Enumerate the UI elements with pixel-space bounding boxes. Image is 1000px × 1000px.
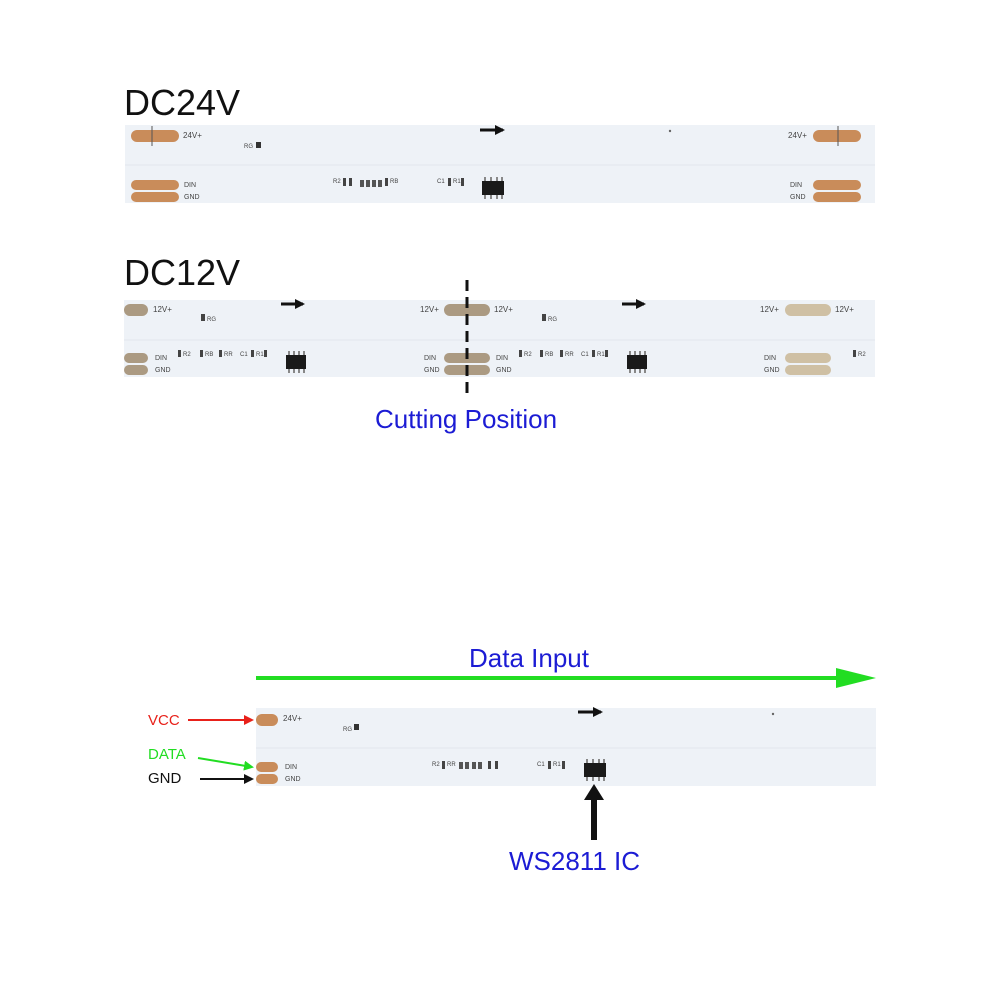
- silk-r2-seg2: R2: [524, 352, 532, 358]
- pad-12v-mid: [444, 304, 490, 316]
- silk-c1-bottom: C1: [537, 762, 545, 768]
- silk-24v-bottom: 24V+: [283, 714, 302, 723]
- silk-rb-seg2: RB: [545, 352, 553, 358]
- chip-12v-2: [627, 351, 647, 373]
- silk-24v-right: 24V+: [788, 131, 807, 140]
- pad-din-left: [131, 180, 179, 190]
- silk-r1-24v: R1: [453, 179, 461, 185]
- pad-12v-seg1: [124, 304, 148, 316]
- pad-gnd-left: [131, 192, 179, 202]
- silk-gnd-mid-right: GND: [496, 367, 512, 374]
- data-input-arrow-head: [836, 668, 876, 688]
- silk-c1-seg2: C1: [581, 352, 589, 358]
- gnd-label: GND: [148, 770, 182, 787]
- silk-rg-seg1: RG: [207, 317, 216, 323]
- silk-r1-seg2: R1: [597, 352, 605, 358]
- silk-din-mid: DIN: [424, 355, 436, 362]
- pad-gnd-seg1: [124, 365, 148, 375]
- silk-12v-right-right: 12V+: [835, 305, 854, 314]
- silk-gnd-bottom: GND: [285, 776, 301, 783]
- strip-24v: 24V+ DIN GND RG R2 RB C1 R1: [125, 125, 875, 203]
- ws2811-chip: [584, 759, 606, 781]
- pad-gnd-bottom: [256, 774, 278, 784]
- silk-rr-seg1: RR: [224, 352, 233, 358]
- pad-24v-right: [813, 130, 861, 142]
- silk-r1-seg1: R1: [256, 352, 264, 358]
- pad-din-right-12v: [785, 353, 831, 363]
- pad-vcc-bottom: [256, 714, 278, 726]
- chip-12v-1: [286, 351, 306, 373]
- pad-data-bottom: [256, 762, 278, 772]
- silk-rg-seg2: RG: [548, 317, 557, 323]
- silk-gnd-mid: GND: [424, 367, 440, 374]
- vcc-label: VCC: [148, 712, 180, 729]
- pad-gnd-right-12v: [785, 365, 831, 375]
- silk-rg-bottom: RG: [343, 727, 352, 733]
- silk-12v-seg1: 12V+: [153, 305, 172, 314]
- silk-rb-seg1: RB: [205, 352, 213, 358]
- pad-gnd-right: [813, 192, 861, 202]
- pad-24v-left: [131, 130, 179, 142]
- cutting-position-label: Cutting Position: [375, 404, 558, 434]
- silk-rb-24v: RB: [390, 179, 398, 185]
- strip-bottom: 24V+ DIN GND RG R2 RR C1 R1: [256, 707, 876, 786]
- silk-din-left: DIN: [184, 182, 196, 189]
- silk-12v-mid-right: 12V+: [494, 305, 513, 314]
- dc12v-title: DC12V: [124, 252, 241, 293]
- silk-r2-seg1: R2: [183, 352, 191, 358]
- silk-r2-24v: R2: [333, 179, 341, 185]
- silk-din-seg1: DIN: [155, 355, 167, 362]
- silk-rr-seg2: RR: [565, 352, 574, 358]
- silk-r2-bottom: R2: [432, 762, 440, 768]
- ws2811-ic-label: WS2811 IC: [509, 846, 641, 876]
- silk-r2-right-12v: R2: [858, 352, 866, 358]
- silk-c1-24v: C1: [437, 179, 445, 185]
- strip-bottom-body: [256, 708, 876, 786]
- silk-din-bottom: DIN: [285, 764, 297, 771]
- silk-12v-right-left: 12V+: [760, 305, 779, 314]
- data-label: DATA: [148, 746, 186, 763]
- strip-12v-body: [124, 300, 875, 377]
- silk-gnd-right: GND: [790, 194, 806, 201]
- dc24v-title: DC24V: [124, 82, 241, 123]
- chip-24v: [482, 177, 504, 199]
- silk-r1-bottom: R1: [553, 762, 561, 768]
- silk-gnd-left: GND: [184, 194, 200, 201]
- silk-rr-bottom: RR: [447, 762, 456, 768]
- pad-din-right: [813, 180, 861, 190]
- silk-24v-left: 24V+: [183, 131, 202, 140]
- ic-arrow-head: [584, 784, 604, 800]
- data-input-label: Data Input: [469, 643, 589, 673]
- silk-c1-seg1: C1: [240, 352, 248, 358]
- silk-gnd-seg1: GND: [155, 367, 171, 374]
- silk-rg-24v: RG: [244, 144, 253, 150]
- data-arrow: [197, 757, 254, 771]
- pad-12v-right: [785, 304, 831, 316]
- pad-din-seg1: [124, 353, 148, 363]
- silk-12v-mid-left: 12V+: [420, 305, 439, 314]
- silk-din-right: DIN: [790, 182, 802, 189]
- strip-12v: 12V+ RG DIN GND R2 RB RR C1 R1 12V+: [124, 299, 875, 377]
- silk-din-right-12v: DIN: [764, 355, 776, 362]
- silk-gnd-right-12v: GND: [764, 367, 780, 374]
- silk-din-mid-right: DIN: [496, 355, 508, 362]
